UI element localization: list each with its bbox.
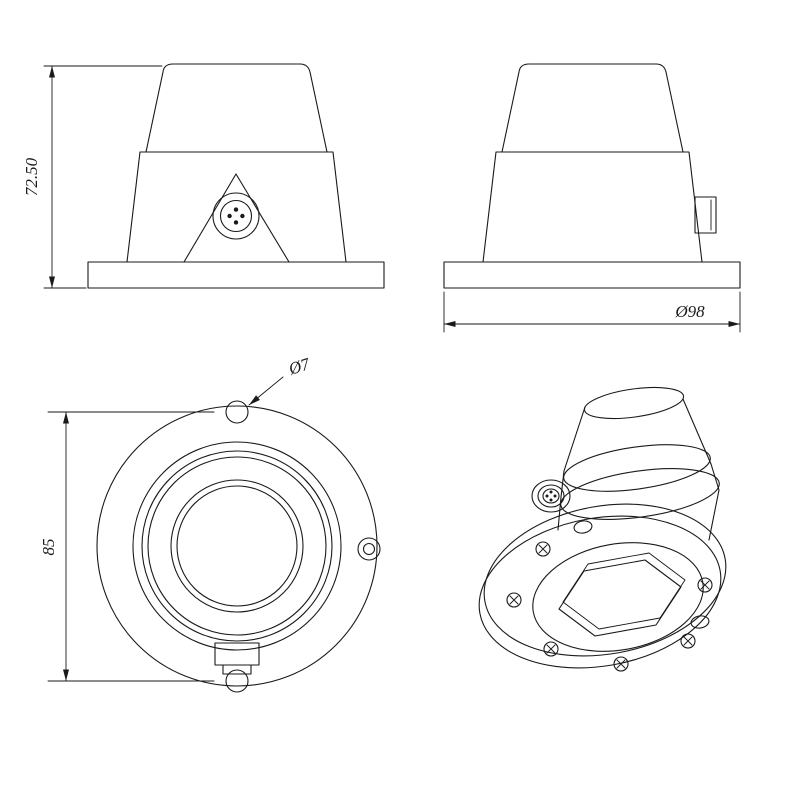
front-flange-base: [87, 261, 385, 289]
screw-icon: [535, 541, 551, 557]
front-connector: [212, 192, 260, 240]
iso-flange-face: [478, 515, 722, 669]
bottom-connector-tab: [214, 642, 260, 675]
iso-cap-top: [583, 386, 685, 420]
isometric-view: [478, 386, 727, 672]
front-view: 72.50: [22, 63, 385, 289]
iso-connector-inner: [542, 488, 560, 504]
bolt-hole-bottom: [225, 669, 249, 693]
iso-body-left-lower: [557, 496, 562, 531]
front-gusset-lines: [183, 173, 290, 263]
side-diameter-dimension: Ø98: [443, 291, 741, 333]
side-body-outline: [482, 151, 703, 263]
iso-mount-hole: [573, 520, 593, 534]
iso-cap-base: [563, 444, 711, 492]
flange-diameter-label: Ø98: [674, 302, 705, 321]
screw-icon: [680, 633, 696, 649]
iso-connector: [531, 479, 571, 513]
iso-connector-pins-icon: [545, 490, 557, 502]
screw-icon: [613, 656, 629, 672]
iso-boss-ring: [532, 542, 704, 652]
hole-diameter-callout: Ø7: [248, 354, 313, 406]
iso-collar: [560, 468, 720, 520]
bolt-hole-right-inner: [362, 542, 376, 556]
body-circle: [132, 441, 342, 651]
screw-icon: [697, 577, 713, 593]
iso-connector-outer: [537, 484, 565, 508]
iso-connector-collar: [531, 479, 571, 513]
screw-icon: [543, 641, 559, 657]
hole-spacing-dimension: 85: [39, 411, 215, 682]
leader-line: [248, 376, 284, 406]
iso-cap-left-edge: [563, 406, 586, 472]
bolt-hole-right-outer: [357, 537, 381, 561]
iso-mount-hole: [690, 615, 710, 629]
side-cap-outline: [501, 63, 684, 153]
ring-circle-2: [147, 456, 327, 636]
ring-circle-1: [141, 450, 333, 642]
side-view: Ø98: [443, 63, 741, 333]
connector-tab-inner: [222, 664, 252, 675]
side-flange-base: [443, 261, 741, 289]
screw-icon: [506, 592, 522, 608]
side-connector-stub: [694, 196, 717, 234]
connector-outer-ring: [212, 192, 260, 240]
front-body-outline: [126, 151, 347, 263]
hole-spacing-label: 85: [39, 539, 58, 556]
iso-screws: [506, 541, 713, 672]
bottom-view: Ø7 85: [39, 354, 381, 693]
front-cap-outline: [145, 63, 328, 153]
iso-hex-depth: [562, 552, 686, 630]
iso-cap-right-edge: [682, 398, 712, 465]
iso-flange-rim: [483, 503, 727, 657]
connector-inner-ring: [219, 199, 253, 233]
front-height-dimension: 72.50: [22, 65, 163, 289]
flange-outer-circle: [96, 405, 378, 687]
iso-hex-opening: [558, 559, 682, 637]
lens-circle: [176, 485, 298, 607]
bolt-hole-top: [225, 400, 249, 424]
iso-body-left-upper: [560, 470, 565, 498]
connector-pins-icon: [227, 207, 245, 225]
connector-tab-outer: [214, 642, 260, 666]
hole-diameter-label: Ø7: [285, 354, 313, 379]
ring-circle-3: [170, 479, 304, 613]
height-dimension-label: 72.50: [22, 157, 41, 196]
